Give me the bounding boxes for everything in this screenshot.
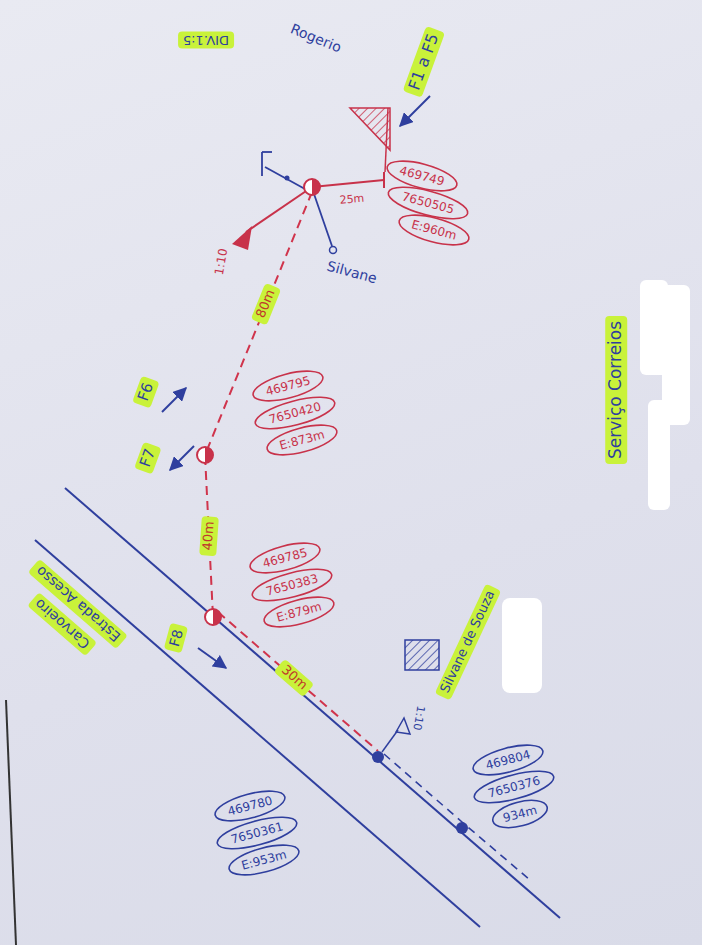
stay-wire bbox=[382, 730, 398, 752]
coordinate-text: 469804 bbox=[484, 747, 532, 773]
coordinate-text: E:879m bbox=[275, 599, 324, 625]
paper-edge bbox=[6, 700, 16, 945]
service-line bbox=[265, 167, 305, 189]
coordinate-text: 469780 bbox=[226, 793, 274, 819]
pole bbox=[372, 751, 384, 763]
anchor-triangle bbox=[396, 718, 410, 734]
direction-arrow bbox=[162, 388, 186, 412]
redaction bbox=[502, 598, 542, 693]
branch-line bbox=[312, 180, 384, 187]
coordinate-text: 7650361 bbox=[229, 819, 285, 847]
house bbox=[350, 108, 390, 150]
distance: 80m bbox=[251, 283, 281, 326]
redaction bbox=[648, 400, 670, 510]
service-line bbox=[262, 151, 272, 153]
coordinate-oval: 934m bbox=[489, 794, 552, 834]
coordinate-text: 7650383 bbox=[264, 571, 320, 599]
pole bbox=[205, 609, 221, 625]
service-line bbox=[261, 152, 263, 176]
note: Serviço Correios bbox=[605, 316, 627, 464]
distance: 40m bbox=[199, 516, 219, 556]
feeder-label: F6 bbox=[132, 375, 160, 408]
coordinate-text: E:873m bbox=[278, 427, 327, 453]
road-edge bbox=[35, 540, 480, 927]
coordinate-text: 469749 bbox=[398, 163, 446, 189]
road-edge bbox=[65, 488, 560, 918]
direction-arrow bbox=[170, 446, 194, 470]
meter-mark bbox=[330, 247, 337, 254]
meter-mark bbox=[285, 176, 290, 181]
service-line bbox=[314, 194, 332, 246]
resident-name: Rogerio bbox=[286, 20, 345, 56]
pole bbox=[197, 447, 213, 463]
coordinate-text: 7650420 bbox=[267, 399, 323, 427]
coordinate-text: 7650376 bbox=[486, 773, 542, 801]
pole bbox=[456, 822, 468, 834]
feeder-label: F8 bbox=[164, 623, 188, 654]
scale-ratio: 1:10 bbox=[213, 246, 232, 279]
coordinate-oval: 469749 bbox=[383, 154, 461, 198]
route-line bbox=[218, 612, 378, 751]
tick bbox=[383, 172, 385, 188]
feeder-label: F7 bbox=[134, 441, 162, 474]
divider-label: DIV.1:5 bbox=[178, 32, 234, 49]
coordinate-text: 7650505 bbox=[400, 189, 456, 217]
house bbox=[405, 640, 439, 670]
coordinate-oval: 7650505 bbox=[384, 180, 472, 227]
coordinate-oval: E:960m bbox=[395, 208, 473, 252]
scale-ratio: 1:10 bbox=[409, 703, 426, 733]
pole bbox=[304, 179, 320, 195]
coordinate-text: 469795 bbox=[264, 373, 312, 399]
coordinate-text: E:960m bbox=[410, 217, 459, 243]
anchor-triangle bbox=[232, 226, 252, 250]
stay-wire bbox=[246, 187, 312, 232]
coordinate-text: 469785 bbox=[261, 545, 309, 571]
direction-arrow bbox=[400, 96, 430, 126]
resident-name: Silvane de Souza bbox=[435, 584, 502, 701]
resident-name: Silvane bbox=[323, 257, 380, 287]
coordinate-text: E:953m bbox=[240, 847, 289, 873]
distance: 25m bbox=[337, 192, 367, 207]
feeder-label: F1 a F5 bbox=[403, 26, 446, 98]
direction-arrow bbox=[198, 648, 226, 668]
